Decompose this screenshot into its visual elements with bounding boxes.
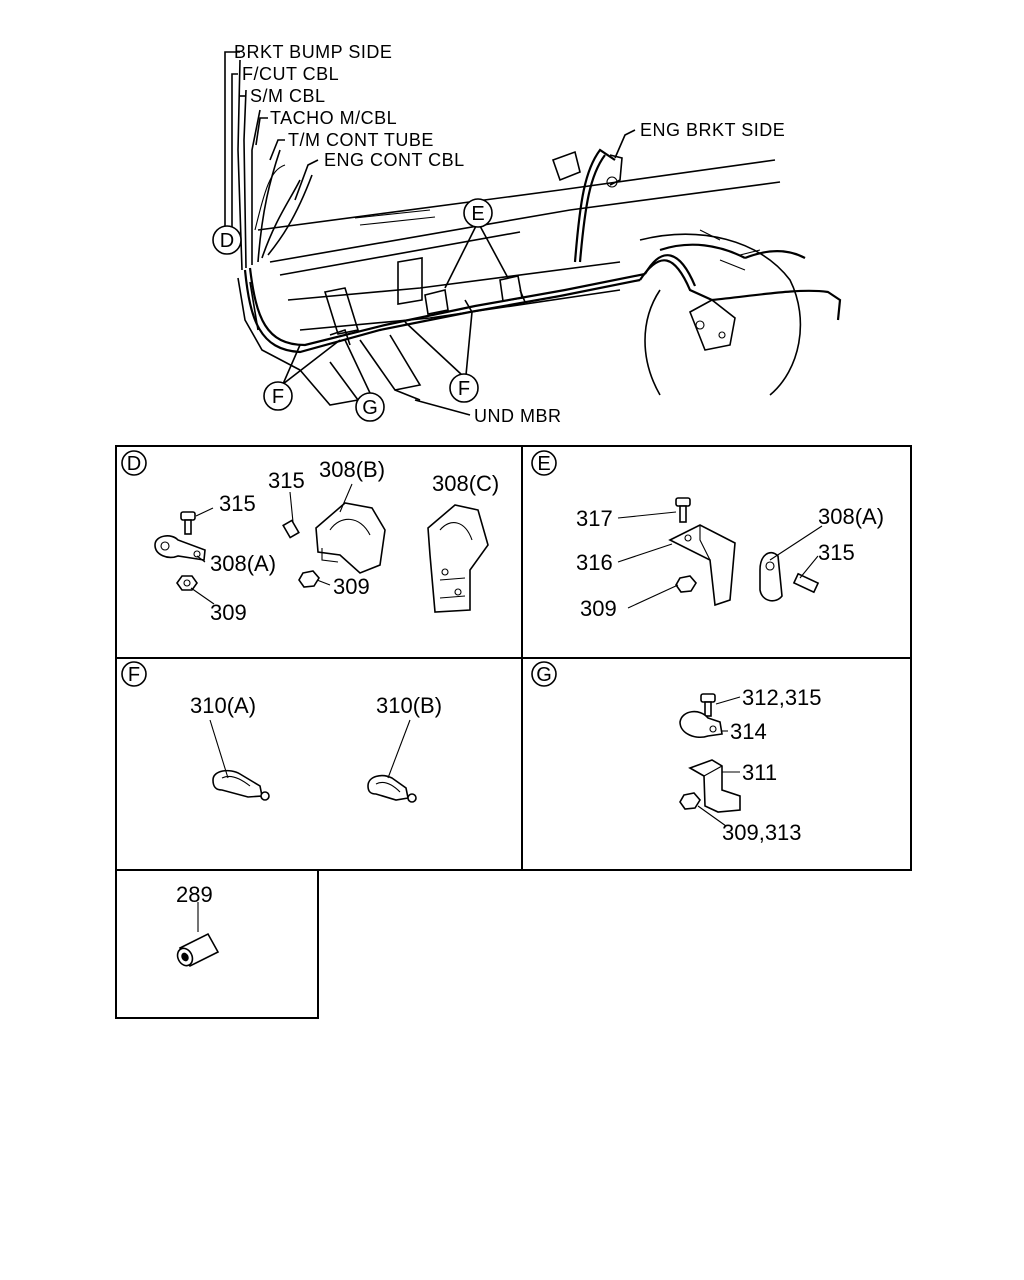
detail-grid — [115, 445, 912, 1019]
part-308a: 308(A) — [818, 504, 884, 529]
part-316: 316 — [576, 550, 613, 575]
part-310b: 310(B) — [376, 693, 442, 718]
svg-text:F: F — [272, 386, 284, 408]
panel-289: 289 — [176, 882, 220, 968]
part-309-mid: 309 — [333, 574, 370, 599]
part-308b: 308(B) — [319, 457, 385, 482]
panel-d-id: D — [127, 453, 141, 475]
panel-f: F 310(A) 310(B) — [121, 661, 442, 803]
callout-f-right: F — [449, 373, 479, 403]
part-310a: 310(A) — [190, 693, 256, 718]
panel-f-id: F — [128, 664, 140, 686]
label-tacho-m-cbl: TACHO M/CBL — [270, 108, 397, 128]
part-309-left: 309 — [210, 600, 247, 625]
label-f-cut-cbl: F/CUT CBL — [242, 64, 339, 84]
panel-g-id: G — [536, 664, 552, 686]
part-309: 309 — [580, 596, 617, 621]
part-289: 289 — [176, 882, 213, 907]
svg-text:D: D — [220, 230, 234, 252]
part-315: 315 — [818, 540, 855, 565]
callout-e: E — [463, 198, 493, 228]
panel-e: E 317 316 309 308(A) 315 — [531, 450, 884, 621]
label-eng-brkt-side: ENG BRKT SIDE — [640, 120, 785, 140]
label-brkt-bump-side: BRKT BUMP SIDE — [234, 42, 392, 62]
svg-text:G: G — [362, 397, 378, 419]
panel-g: G 312,315 314 311 309,313 — [531, 661, 822, 845]
panel-d: D 315 315 308(B) 308(C) — [121, 450, 499, 625]
part-314: 314 — [730, 719, 767, 744]
part-309-313: 309,313 — [722, 820, 802, 845]
label-t-m-cont-tube: T/M CONT TUBE — [288, 130, 434, 150]
label-und-mbr: UND MBR — [474, 406, 562, 426]
overview-leader-lines — [224, 51, 636, 416]
part-308a: 308(A) — [210, 551, 276, 576]
part-317: 317 — [576, 506, 613, 531]
part-308c: 308(C) — [432, 471, 499, 496]
label-eng-cont-cbl: ENG CONT CBL — [324, 150, 465, 170]
part-315-mid: 315 — [268, 468, 305, 493]
overview-illustration — [237, 59, 842, 406]
part-315-left: 315 — [219, 491, 256, 516]
panel-e-id: E — [537, 453, 550, 475]
callout-g: G — [355, 392, 385, 422]
svg-text:F: F — [458, 378, 470, 400]
label-s-m-cbl: S/M CBL — [250, 86, 326, 106]
svg-text:E: E — [471, 203, 484, 225]
part-312-315: 312,315 — [742, 685, 822, 710]
part-311: 311 — [742, 760, 777, 785]
callout-d: D — [212, 225, 242, 255]
callout-f-left: F — [263, 381, 293, 411]
